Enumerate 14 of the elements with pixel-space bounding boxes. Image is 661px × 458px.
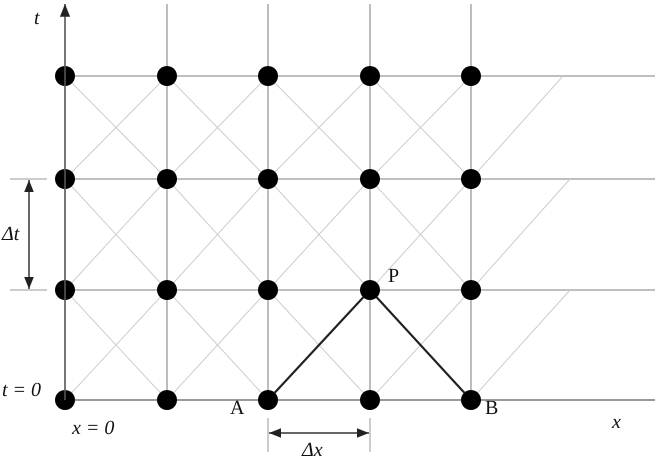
point-label: P xyxy=(388,266,400,286)
dimension-label: Δx xyxy=(302,440,323,458)
axis-label: t xyxy=(34,8,40,28)
edge-line xyxy=(274,296,364,394)
grid-point xyxy=(360,280,380,300)
axis-label: x xyxy=(612,412,621,432)
grid-point xyxy=(461,390,481,410)
axis-label: t = 0 xyxy=(2,380,42,400)
edge-line xyxy=(376,296,466,394)
axis-label: x = 0 xyxy=(72,418,114,438)
point-label: A xyxy=(230,398,244,418)
point-label: B xyxy=(485,398,498,418)
dimension-label: Δt xyxy=(2,224,20,244)
grid-point xyxy=(258,390,278,410)
